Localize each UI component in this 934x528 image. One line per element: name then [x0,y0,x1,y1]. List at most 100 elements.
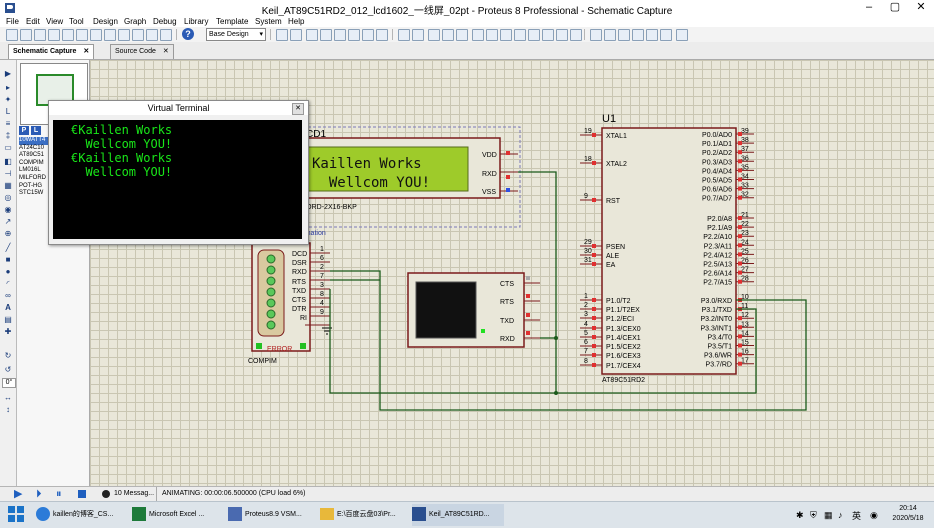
stop-icon[interactable] [78,490,86,498]
menu-design[interactable]: Design [93,17,118,26]
arc-mode-icon[interactable]: ◜ [6,279,10,288]
close-tab-icon[interactable]: ✕ [162,48,169,55]
bluetooth-icon[interactable]: ✱ [796,510,804,520]
close-tab-icon[interactable]: ✕ [83,48,90,55]
design-select[interactable]: Base Design▾ [206,28,266,41]
mirror-vertical-icon[interactable]: ↕ [6,405,10,414]
circle-mode-icon[interactable]: ● [5,267,11,276]
component-mode-icon[interactable]: ▸ [5,83,10,92]
rotation-angle-field[interactable]: 0° [2,378,16,388]
close-project-icon[interactable] [48,29,60,41]
decompose-icon[interactable] [570,29,582,41]
new-sheet-icon[interactable] [632,29,644,41]
text-script-mode-icon[interactable]: ≡ [5,119,11,128]
marker-mode-icon[interactable]: ✚ [4,327,12,336]
cut-icon[interactable] [428,29,440,41]
close-terminal-button[interactable]: ✕ [292,103,304,115]
library-manager-button[interactable]: L [31,126,41,135]
menu-tool[interactable]: Tool [69,17,84,26]
probe-mode-icon[interactable]: ↗ [4,217,12,226]
gerber-icon[interactable] [104,29,116,41]
bus-mode-icon[interactable]: ‡ [5,131,11,140]
rotate-anticlockwise-icon[interactable]: ↺ [4,365,12,374]
pcb-icon[interactable] [90,29,102,41]
windows-start-icon[interactable] [8,506,24,522]
mirror-horizontal-icon[interactable]: ↔ [4,393,12,402]
mcu-body[interactable] [601,127,737,375]
exit-to-parent-icon[interactable] [660,29,672,41]
menu-system[interactable]: System [255,17,282,26]
list-item[interactable]: LM016L [19,167,41,174]
refresh-icon[interactable] [276,29,288,41]
virtual-terminal-window[interactable]: Virtual Terminal ✕ €Kaillen Works Wellco… [48,100,309,245]
3d-view-icon[interactable] [118,29,130,41]
taskbar-clock[interactable]: 20:14 2020/5/18 [884,504,932,524]
save-icon[interactable] [34,29,46,41]
input-language-indicator[interactable]: 英 [852,511,862,521]
terminals-mode-icon[interactable]: ◧ [4,157,12,166]
taskbar-item-active-proteus[interactable]: Keil_AT89C51RD... [412,504,504,526]
paste-icon[interactable] [456,29,468,41]
wire-label-mode-icon[interactable]: L [5,107,11,116]
rotate-clockwise-icon[interactable]: ↻ [4,351,12,360]
play-icon[interactable]: ▶ [14,488,23,500]
shield-icon[interactable]: ⛨ [810,510,817,520]
minimize-button[interactable]: – [865,1,873,13]
help-icon[interactable]: ? [182,28,194,40]
notification-icon[interactable]: ◉ [870,510,878,520]
terminal-screen[interactable]: €Kaillen Works Wellcom YOU! €Kaillen Wor… [53,120,302,239]
list-item[interactable]: POT-HG [19,182,43,189]
menu-help[interactable]: Help [288,17,305,26]
menu-file[interactable]: File [6,17,19,26]
block-rotate-icon[interactable] [500,29,512,41]
taskbar-item-explorer[interactable]: E:\百度云盘03\Pr... [320,504,406,526]
menu-edit[interactable]: Edit [26,17,40,26]
open-file-icon[interactable] [20,29,32,41]
source-code-icon[interactable] [146,29,158,41]
list-item[interactable]: COMPIM [19,159,44,166]
undo-icon[interactable] [398,29,410,41]
volume-icon[interactable]: ♪ [838,510,843,520]
bill-of-materials-icon[interactable] [676,29,688,41]
text-mode-icon[interactable]: A [5,303,11,312]
home-icon[interactable] [62,29,74,41]
symbol-mode-icon[interactable]: ▤ [4,315,12,324]
origin-icon[interactable] [306,29,318,41]
path-mode-icon[interactable]: ∞ [5,291,11,300]
close-window-button[interactable]: ✕ [916,1,926,13]
redo-icon[interactable] [412,29,424,41]
block-move-icon[interactable] [486,29,498,41]
generator-mode-icon[interactable]: ◉ [4,205,12,214]
graph-mode-icon[interactable]: ▦ [4,181,12,190]
copy-icon[interactable] [442,29,454,41]
packaging-icon[interactable] [556,29,568,41]
pick-device-icon[interactable] [528,29,540,41]
tab-schematic-capture[interactable]: Schematic Capture ✕ [8,44,95,59]
menu-library[interactable]: Library [184,17,209,26]
pause-icon[interactable]: ⏸ [56,488,62,500]
taskbar-item-proteus[interactable]: Proteus8.9 VSM... [228,504,312,526]
subcircuit-mode-icon[interactable]: ▭ [4,143,12,152]
zoom-out-icon[interactable] [348,29,360,41]
schematic-icon[interactable] [76,29,88,41]
pick-devices-button[interactable]: P [19,126,29,135]
schematic-drawing[interactable]: Kaillen Works Wellcom YOU! VDD RXD VSS C… [90,60,934,486]
menu-view[interactable]: View [46,17,64,26]
step-icon[interactable]: ⏵ [36,488,42,500]
list-item[interactable]: AT89C51 [19,152,44,159]
bom-icon[interactable] [132,29,144,41]
menu-debug[interactable]: Debug [153,17,177,26]
property-assign-icon[interactable] [618,29,630,41]
taskbar-item-browser[interactable]: kaillen的博客_CS... [36,504,124,526]
grid-icon[interactable] [290,29,302,41]
new-file-icon[interactable] [6,29,18,41]
instrument-mode-icon[interactable]: ⊕ [4,229,12,238]
pan-icon[interactable] [320,29,332,41]
messages-status[interactable]: 10 Messag... [114,490,155,497]
zoom-area-icon[interactable] [376,29,388,41]
block-delete-icon[interactable] [514,29,526,41]
tape-mode-icon[interactable]: ◎ [4,193,12,202]
menu-template[interactable]: Template [216,17,249,26]
list-item[interactable]: MILFORD [19,174,46,181]
list-item[interactable]: STC15W [19,190,44,197]
